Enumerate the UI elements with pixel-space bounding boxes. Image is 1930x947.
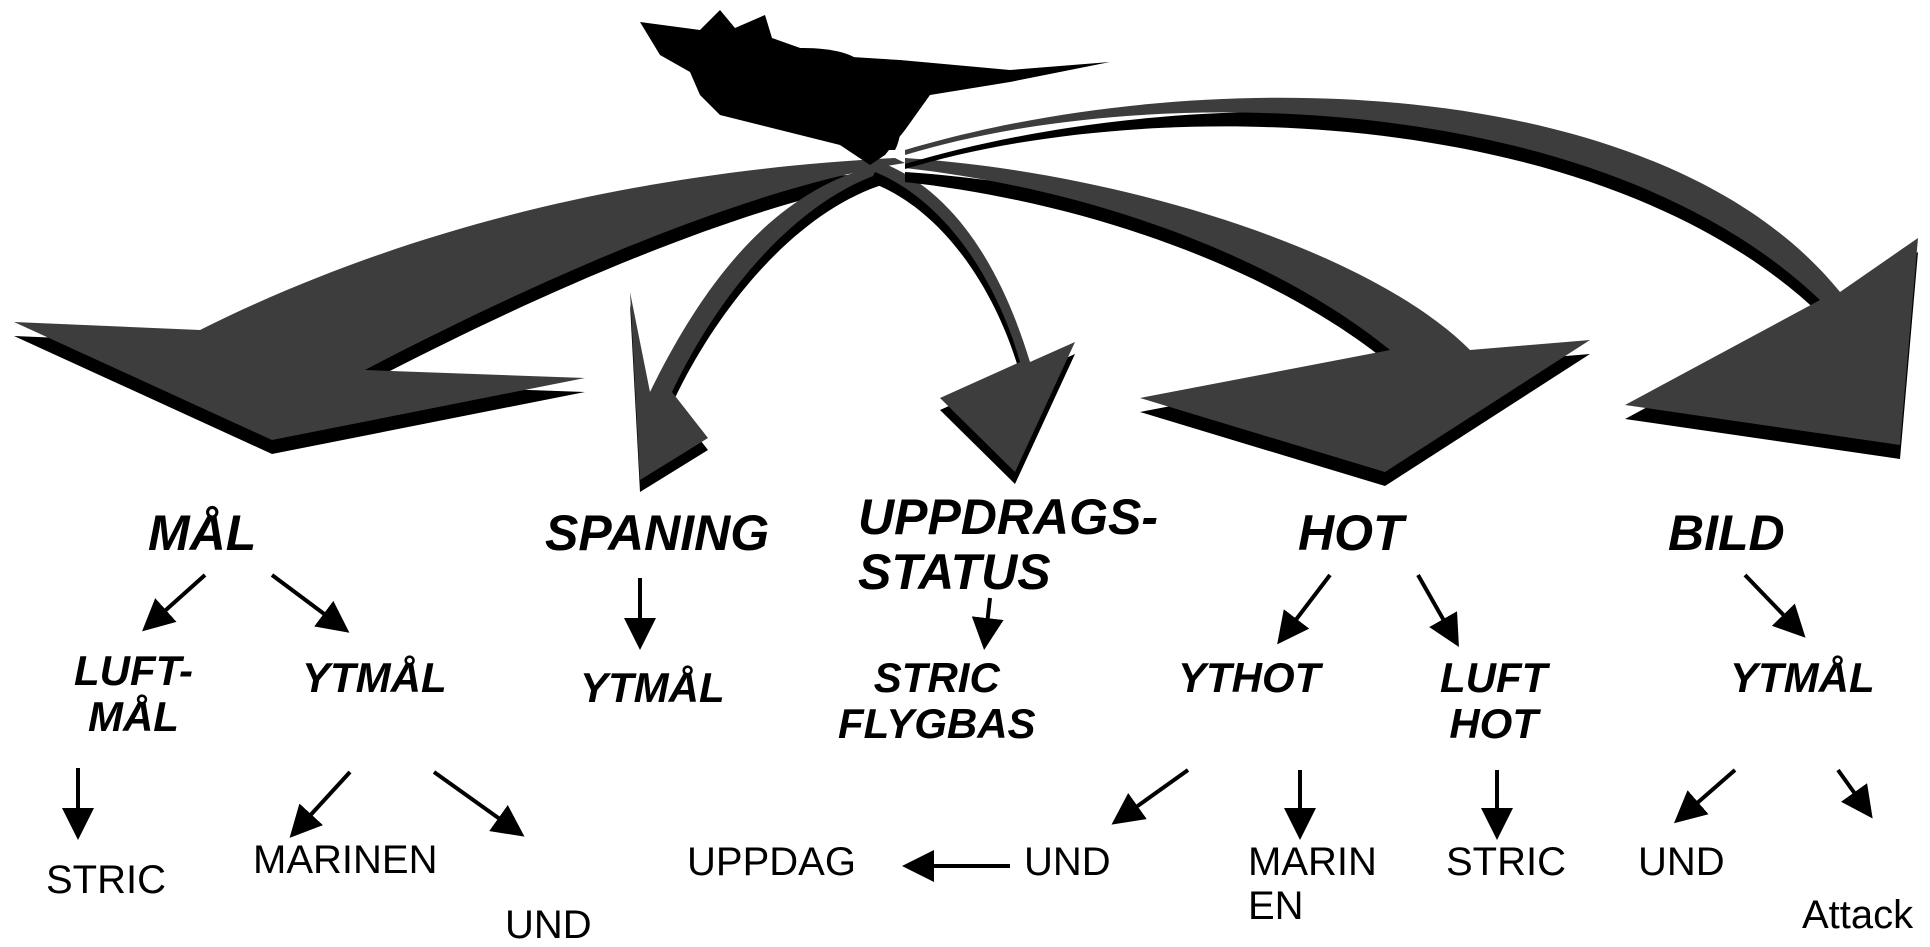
subcategory-ytmal-spaning: YTMÅL (580, 664, 725, 711)
arrow-mal-to-ytmal (270, 573, 350, 633)
subcategory-ytmal-bild: YTMÅL (1730, 654, 1875, 701)
leaf-und-ytmal: UND (505, 903, 592, 947)
arrow-hot-to-lufthot (1416, 574, 1459, 647)
arrow-ytmal-to-und-bild (1673, 768, 1737, 824)
leaf-und-ythot: UND (1024, 840, 1111, 884)
big-arrow-spaning (630, 165, 885, 492)
subcategory-luftmal: LUFT- MÅL (74, 647, 193, 741)
subcategory-ytmal-mal: YTMÅL (302, 654, 447, 701)
leaf-stric-luftmal: STRIC (46, 858, 166, 902)
category-spaning: SPANING (545, 505, 770, 561)
category-mal: MÅL (148, 505, 257, 561)
category-uppdragsstatus: UPPDRAGS- STATUS (858, 489, 1159, 600)
big-arrow-mal (14, 158, 905, 454)
category-hot: HOT (1298, 505, 1404, 561)
subcategory-lufthot: LUFT HOT (1440, 654, 1548, 748)
fighter-jet-icon (640, 10, 1110, 165)
leaf-marinen-ytmal: MARINEN (253, 838, 438, 882)
big-arrow-hot (905, 158, 1590, 486)
leaf-stric-lufthot: STRIC (1446, 840, 1566, 884)
subcategory-ythot: YTHOT (1178, 654, 1321, 701)
arrow-ytmal-to-und (432, 770, 525, 837)
big-arrow-uppdragsstatus (870, 160, 1075, 484)
arrow-ytmal-to-attack (1836, 768, 1873, 819)
arrow-uppdragsstatus-to-stric (971, 597, 1004, 650)
subcategory-stric-flygbas: STRIC FLYGBAS (838, 654, 1036, 748)
leaf-und-bild: UND (1638, 840, 1725, 884)
leaf-marinen-ythot: MARIN EN (1248, 840, 1377, 928)
arrow-bild-to-ytmal (1743, 573, 1806, 638)
leaf-uppdag: UPPDAG (687, 840, 856, 884)
arrow-ythot-to-und (1111, 768, 1190, 825)
category-bild: BILD (1668, 505, 1785, 561)
arrow-hot-to-ythot (1277, 573, 1332, 645)
leaf-attack-bild: Attack (1802, 893, 1914, 937)
arrow-mal-to-luftmal (142, 573, 207, 632)
big-arrow-bild (905, 97, 1918, 460)
arrow-ytmal-to-marinen (289, 770, 352, 838)
